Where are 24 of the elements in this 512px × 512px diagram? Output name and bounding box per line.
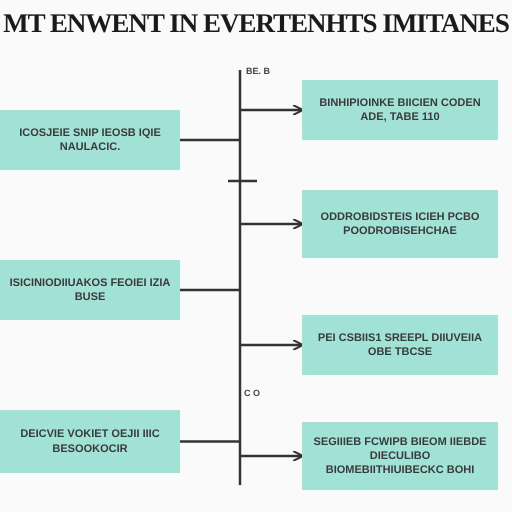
title: MT ENWENT IN EVERTENHTS IMITANES — [2, 8, 510, 39]
connector-line — [180, 440, 240, 443]
event-text: ISICINIODIIUAKOS FEOIEI IZIA BUSE — [8, 276, 172, 304]
event-box — [0, 110, 180, 170]
event-text: ODDROBIDSTEIS ICIEH PCBO POODROBISEHCHAE — [320, 210, 480, 238]
arrow — [240, 218, 304, 230]
event-box — [302, 190, 498, 258]
event-box — [302, 315, 498, 375]
arrow — [240, 450, 304, 462]
event-box — [302, 80, 498, 140]
event-text: DEICVIE VOKIET OEJII IIIC BESOOKOCIR — [19, 427, 161, 456]
event-text: BINHIPIOINKE BIICIEN CODEN ADE, TABE 110 — [318, 96, 482, 124]
arrow — [240, 339, 304, 351]
connector-line — [180, 138, 240, 142]
event-box — [0, 260, 180, 320]
event-text: SEGIIIEB FCWIPB BIEOM IIEBDE DIECULIBO BIOMEBIITHIUIBECKC BOHI — [312, 434, 488, 478]
connector-line — [180, 288, 240, 292]
event-box — [302, 422, 498, 490]
spine-label: BE. B — [246, 66, 270, 76]
event-box — [0, 410, 180, 473]
event-text: PEI CSBIIS1 SREEPL DIIUVEIIA OBE TBCSE — [316, 330, 484, 360]
event-text: ICOSJEIE SNIP IEOSB IQIE NAULACIC. — [18, 126, 162, 154]
spine-label: C O — [244, 388, 260, 398]
arrow — [240, 104, 304, 116]
